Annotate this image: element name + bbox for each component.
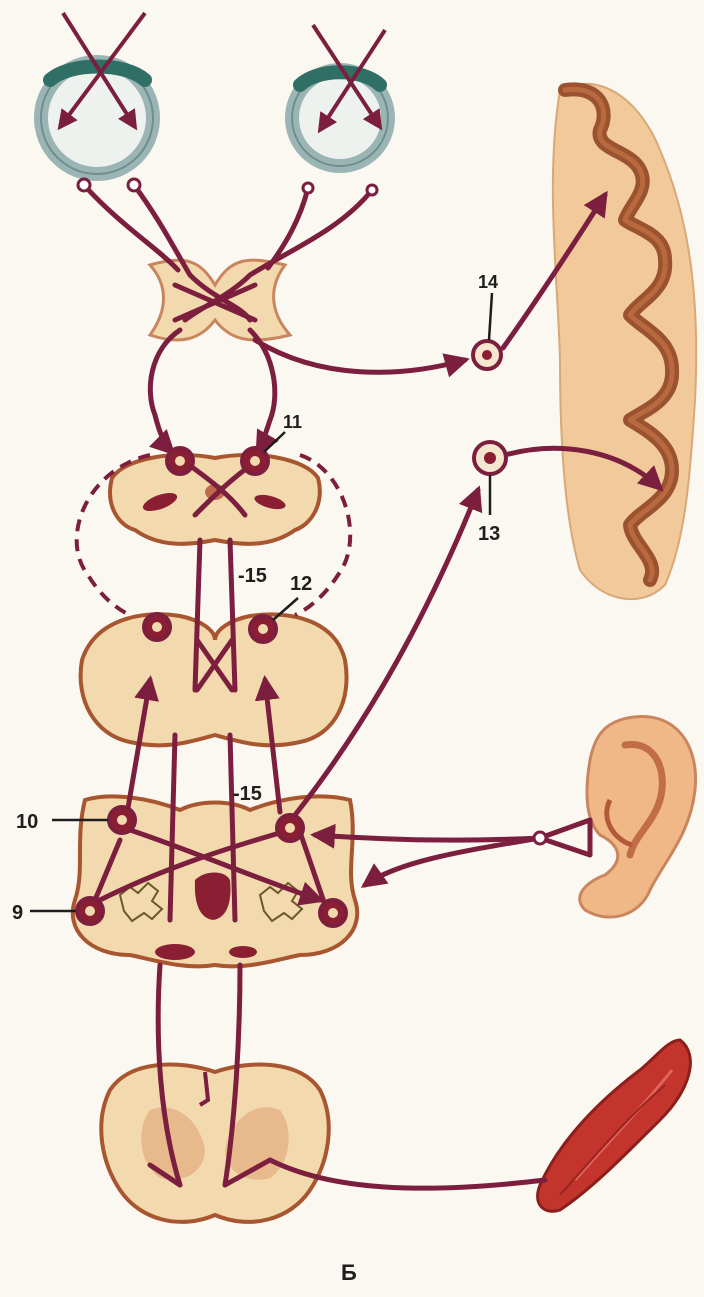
label-15-lower: -15	[233, 783, 262, 805]
label-12: 12	[290, 573, 312, 595]
label-13: 13	[478, 523, 500, 545]
label-15-upper: -15	[238, 565, 267, 587]
cerebral-cortex	[553, 84, 696, 599]
node-13	[474, 442, 506, 474]
label-11: 11	[283, 412, 302, 432]
label-10: 10	[16, 811, 38, 833]
node-12-left	[144, 614, 170, 640]
node-12	[250, 616, 276, 642]
section-spinal-cord	[101, 1065, 328, 1222]
ear	[580, 716, 696, 917]
node-10-right	[277, 815, 303, 841]
figure-caption: Б	[341, 1260, 357, 1285]
node-11-left	[167, 448, 193, 474]
section-midbrain-upper	[110, 455, 320, 544]
label-9: 9	[12, 902, 23, 924]
node-9-right	[320, 900, 346, 926]
node-9	[77, 898, 103, 924]
muscle	[538, 1040, 691, 1211]
section-midbrain-lower	[81, 614, 347, 745]
node-10	[109, 807, 135, 833]
node-14	[473, 341, 501, 369]
label-14: 14	[478, 272, 498, 292]
